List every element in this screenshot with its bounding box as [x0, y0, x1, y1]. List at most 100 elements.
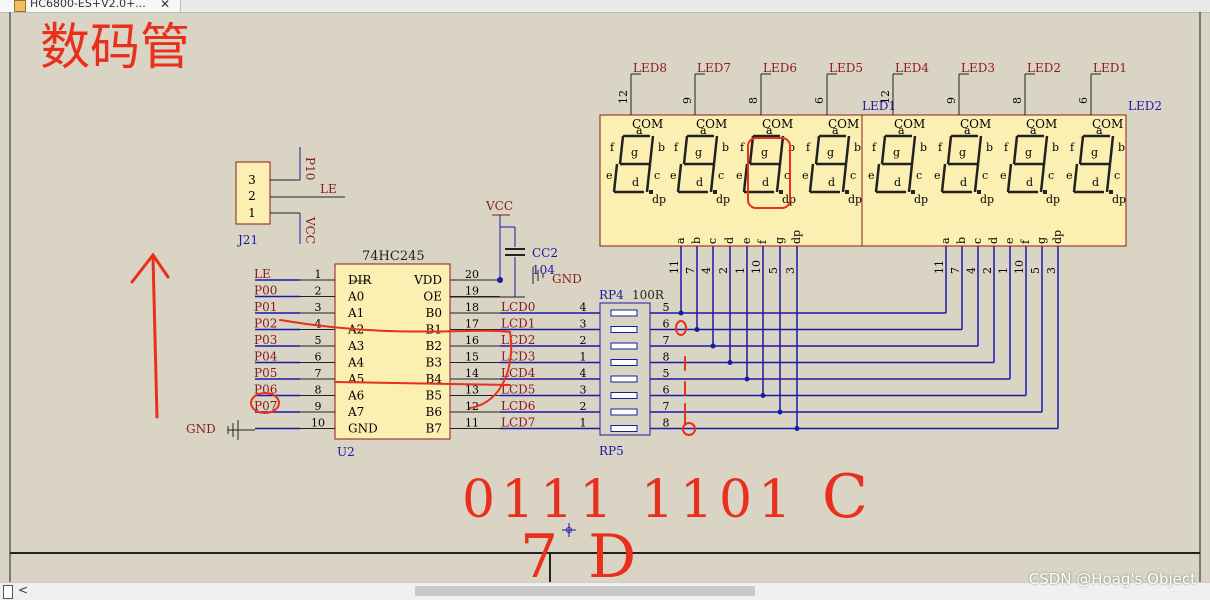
bus-junction [694, 327, 700, 332]
bus-junction [710, 343, 716, 349]
resistor-left-pin: 1 [580, 417, 587, 430]
segment-label: b [1118, 141, 1125, 154]
chip-right-net: LCD0 [501, 300, 535, 314]
com-text: COM [696, 117, 727, 131]
segment-label: dp [914, 193, 928, 206]
segment-label: b [722, 141, 729, 154]
resistor [610, 375, 638, 383]
j21-pin: 1 [248, 206, 256, 220]
resistor-left-pin: 3 [580, 384, 587, 397]
chip-left-net: LE [254, 267, 271, 281]
chip-right-pin-number: 15 [465, 351, 479, 364]
segment-label: a [964, 124, 971, 137]
segment [841, 163, 848, 193]
segment-label: g [893, 146, 900, 159]
com-text: COM [894, 117, 925, 131]
resistor-right-pin: 5 [663, 301, 670, 314]
cap-gnd: GND [552, 272, 582, 286]
chip-right-net: LCD6 [501, 399, 535, 413]
segment-label: e [606, 169, 613, 182]
chip-right-pin-name: OE [423, 290, 442, 304]
close-icon[interactable]: ✕ [160, 0, 171, 11]
chip-left-pin-number: 2 [315, 285, 322, 298]
segment-label: a [898, 124, 905, 137]
bottom-pin-letter: b [955, 237, 968, 244]
com-text: COM [960, 117, 991, 131]
bottom-pin-letter: c [971, 238, 984, 244]
segment [648, 135, 655, 165]
bottom-pin-number: 5 [767, 267, 780, 274]
segment [1078, 135, 1085, 165]
segment-dp [911, 190, 915, 194]
chip-left-pin-name: A7 [347, 405, 364, 419]
segment-label: c [654, 169, 660, 182]
tab-bar: HC6800-ES+V2.0+... ✕ [0, 0, 1210, 13]
chip-left-net: P00 [254, 284, 277, 298]
chip-right-net: LCD5 [501, 383, 535, 397]
segment [1072, 163, 1079, 193]
chip-left-net: P01 [254, 300, 277, 314]
segment [742, 163, 749, 193]
bottom-pin-letter: f [756, 239, 769, 244]
panel-toggle-icon[interactable] [3, 585, 13, 599]
resistor [610, 342, 638, 350]
j21-pin: 2 [248, 189, 256, 203]
resistor [610, 408, 638, 416]
bottom-pin-number: 1 [997, 267, 1010, 274]
segment-label: e [1066, 169, 1073, 182]
chip-left-pin-name: A3 [347, 339, 364, 353]
arrow-head [130, 252, 170, 284]
scrollbar-thumb[interactable] [415, 586, 755, 596]
resistor [610, 392, 638, 399]
module-label-1: LED1 [862, 99, 896, 113]
com-text: COM [632, 117, 663, 131]
segment-dp [845, 190, 849, 194]
chip-right-pin-name: B0 [426, 306, 442, 320]
bottom-pin-letter: f [1019, 239, 1032, 244]
segment [618, 135, 625, 165]
segment-label: g [1025, 146, 1032, 159]
segment-label: f [610, 141, 615, 154]
bottom-pin-number: 3 [1045, 267, 1058, 274]
resistor-left-pin: 4 [580, 301, 587, 314]
chip-left-pin-number: 6 [315, 351, 322, 364]
com-text: COM [762, 117, 793, 131]
com-pin-number: 12 [879, 90, 892, 104]
chip-right-pin-number: 20 [465, 268, 479, 281]
bus-junction [777, 409, 783, 415]
segment [1039, 163, 1046, 193]
resistor-right-pin: 8 [663, 351, 670, 364]
segment-dp [713, 190, 717, 194]
segment-label: b [920, 141, 927, 154]
segment-label: a [1096, 124, 1103, 137]
handwritten-binary: 0111 1101 [462, 470, 797, 530]
segment [682, 135, 689, 165]
segment-label: dp [716, 193, 730, 206]
chip-right-pin-name: B2 [426, 339, 442, 353]
bottom-pin-letter: e [740, 237, 753, 244]
arrow-shaft [151, 255, 159, 419]
j21-ref: J21 [236, 233, 258, 247]
segment [748, 135, 755, 165]
segment [709, 163, 716, 193]
com-label: LED7 [697, 61, 731, 75]
bottom-pin-number: 10 [750, 260, 763, 274]
segment-label: dp [980, 193, 994, 206]
segment [910, 135, 917, 165]
segment [676, 163, 683, 193]
segment-label: g [1091, 146, 1098, 159]
scroll-left-icon[interactable]: < [18, 583, 29, 597]
power-section: VCC CC2 104 GND [450, 199, 582, 298]
chip-right-net: LCD4 [501, 366, 536, 380]
chip-left-net: P07 [254, 399, 277, 413]
com-label: LED1 [1093, 61, 1127, 75]
segment-bus [678, 246, 1059, 431]
segment-label: dp [848, 193, 862, 206]
document-tab[interactable]: HC6800-ES+V2.0+... ✕ [0, 0, 181, 12]
chip-right-pin-number: 12 [465, 400, 479, 413]
